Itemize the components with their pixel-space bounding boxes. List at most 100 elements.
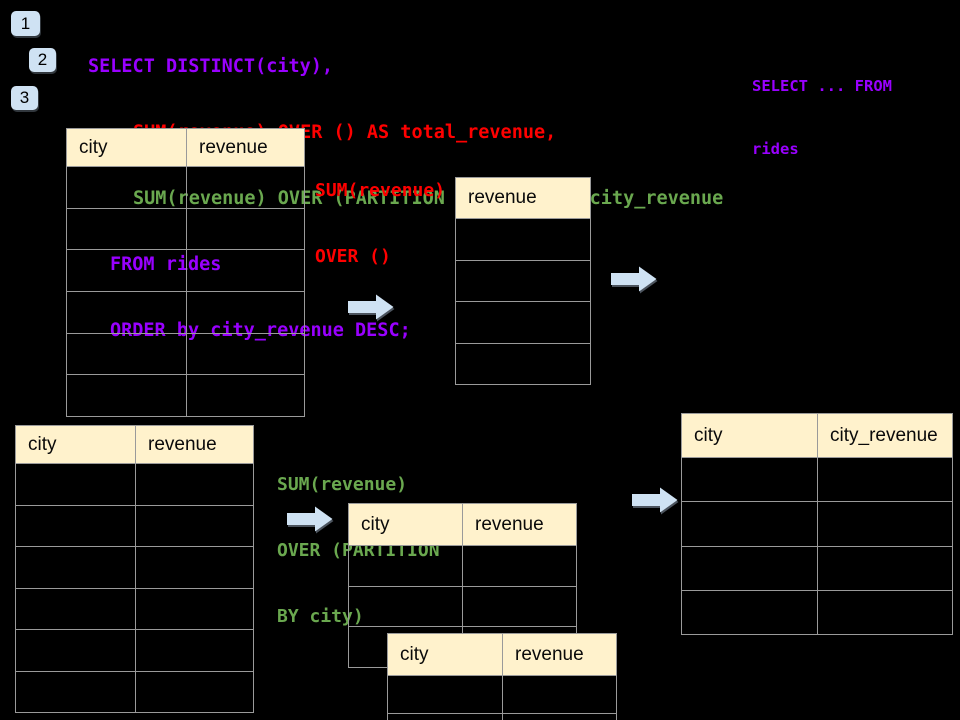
table-cell <box>16 588 136 629</box>
table-cell <box>818 458 952 501</box>
table-header-row: city revenue <box>67 129 304 167</box>
table-partition-overlay: city revenue <box>387 633 617 720</box>
table-row <box>388 714 616 720</box>
table-total-revenue-result: revenue <box>455 177 591 385</box>
arrow-right-icon <box>611 266 657 292</box>
table-row <box>456 261 590 302</box>
table-cell <box>67 375 187 417</box>
annotation-sum-over-line-2: OVER () <box>315 246 391 267</box>
table-cell <box>187 292 304 333</box>
column-header-city: city <box>682 414 818 457</box>
table-row <box>67 375 304 417</box>
table-row <box>16 630 253 672</box>
table-cell <box>349 586 463 627</box>
table-row <box>349 546 576 587</box>
column-header-city: city <box>67 129 187 166</box>
table-header-row: city revenue <box>349 504 576 546</box>
table-city-revenue-result: city city_revenue <box>681 413 953 635</box>
table-cell <box>463 587 576 627</box>
table-header-row: city revenue <box>388 634 616 676</box>
table-cell <box>136 464 253 505</box>
table-row <box>16 547 253 589</box>
sql-line-order-by: ORDER by city_revenue DESC; <box>110 320 411 341</box>
table-row <box>67 333 304 376</box>
column-header-city: city <box>16 426 136 463</box>
table-row <box>16 671 253 713</box>
table-cell <box>16 505 136 546</box>
table-row <box>16 588 253 630</box>
table-row <box>67 292 304 334</box>
table-cell <box>136 672 253 713</box>
column-header-revenue: revenue <box>148 433 217 455</box>
step-badge-1: 1 <box>11 11 40 36</box>
table-row <box>682 590 952 634</box>
arrow-right-icon <box>348 294 394 320</box>
table-header-row: city city_revenue <box>682 414 952 458</box>
table-cell <box>136 506 253 547</box>
table-row <box>682 502 952 547</box>
table-row <box>456 219 590 261</box>
table-cell <box>682 546 818 590</box>
table-cell <box>503 714 616 720</box>
table-row <box>682 458 952 503</box>
annotation-sum-partition-line-3: BY city) <box>277 606 364 627</box>
table-row <box>388 676 616 714</box>
table-header-row: city revenue <box>16 426 253 464</box>
table-row <box>16 464 253 506</box>
table-cell <box>187 209 304 250</box>
table-cell <box>463 546 576 586</box>
step-badge-3: 3 <box>11 86 38 110</box>
column-header-city: city <box>388 634 503 675</box>
column-header-revenue: revenue <box>468 187 537 208</box>
sql-line-select: SELECT DISTINCT(city), <box>88 56 334 77</box>
table-cell <box>818 547 952 590</box>
column-header-revenue: revenue <box>199 136 268 158</box>
table-row <box>16 505 253 547</box>
annotation-sum-partition-line-1: SUM(revenue) <box>277 474 408 495</box>
note-select-from-rides: SELECT ... FROM rides <box>752 34 892 202</box>
table-cell <box>67 333 187 375</box>
table-cell <box>456 261 590 302</box>
table-cell <box>67 167 187 208</box>
table-row <box>456 302 590 344</box>
table-cell <box>67 208 187 250</box>
table-cell <box>456 219 590 260</box>
arrow-right-icon <box>632 487 678 513</box>
table-cell <box>503 676 616 713</box>
note-line-2: rides <box>752 140 799 158</box>
table-row <box>67 208 304 251</box>
table-header-row: revenue <box>456 178 590 219</box>
table-cell <box>136 547 253 588</box>
column-header-city: city <box>349 504 463 545</box>
table-cell <box>682 502 818 546</box>
table-cell <box>67 250 187 292</box>
table-cell <box>818 502 952 545</box>
table-cell <box>136 589 253 630</box>
table-row <box>456 344 590 385</box>
table-partition-intermediate: city revenue <box>348 503 577 668</box>
table-cell <box>16 464 136 505</box>
table-cell <box>67 292 187 333</box>
sql-line-from: FROM rides <box>110 254 222 275</box>
table-cell <box>136 630 253 671</box>
table-cell <box>187 375 304 416</box>
table-cell <box>388 676 503 713</box>
table-row <box>67 167 304 209</box>
table-cell <box>349 546 463 586</box>
table-cell <box>456 344 590 385</box>
table-cell <box>456 302 590 343</box>
table-cell <box>16 547 136 588</box>
column-header-city-revenue: city_revenue <box>830 424 938 446</box>
table-cell <box>16 671 136 712</box>
table-cell <box>187 334 304 375</box>
note-line-1: SELECT ... FROM <box>752 77 892 95</box>
table-rides-top: city revenue <box>66 128 305 417</box>
column-header-revenue: revenue <box>515 643 584 665</box>
table-row <box>682 546 952 591</box>
table-cell <box>818 591 952 634</box>
table-cell <box>16 630 136 671</box>
table-row <box>67 250 304 293</box>
table-cell <box>682 458 818 502</box>
table-cell <box>187 250 304 291</box>
table-cell <box>187 167 304 208</box>
